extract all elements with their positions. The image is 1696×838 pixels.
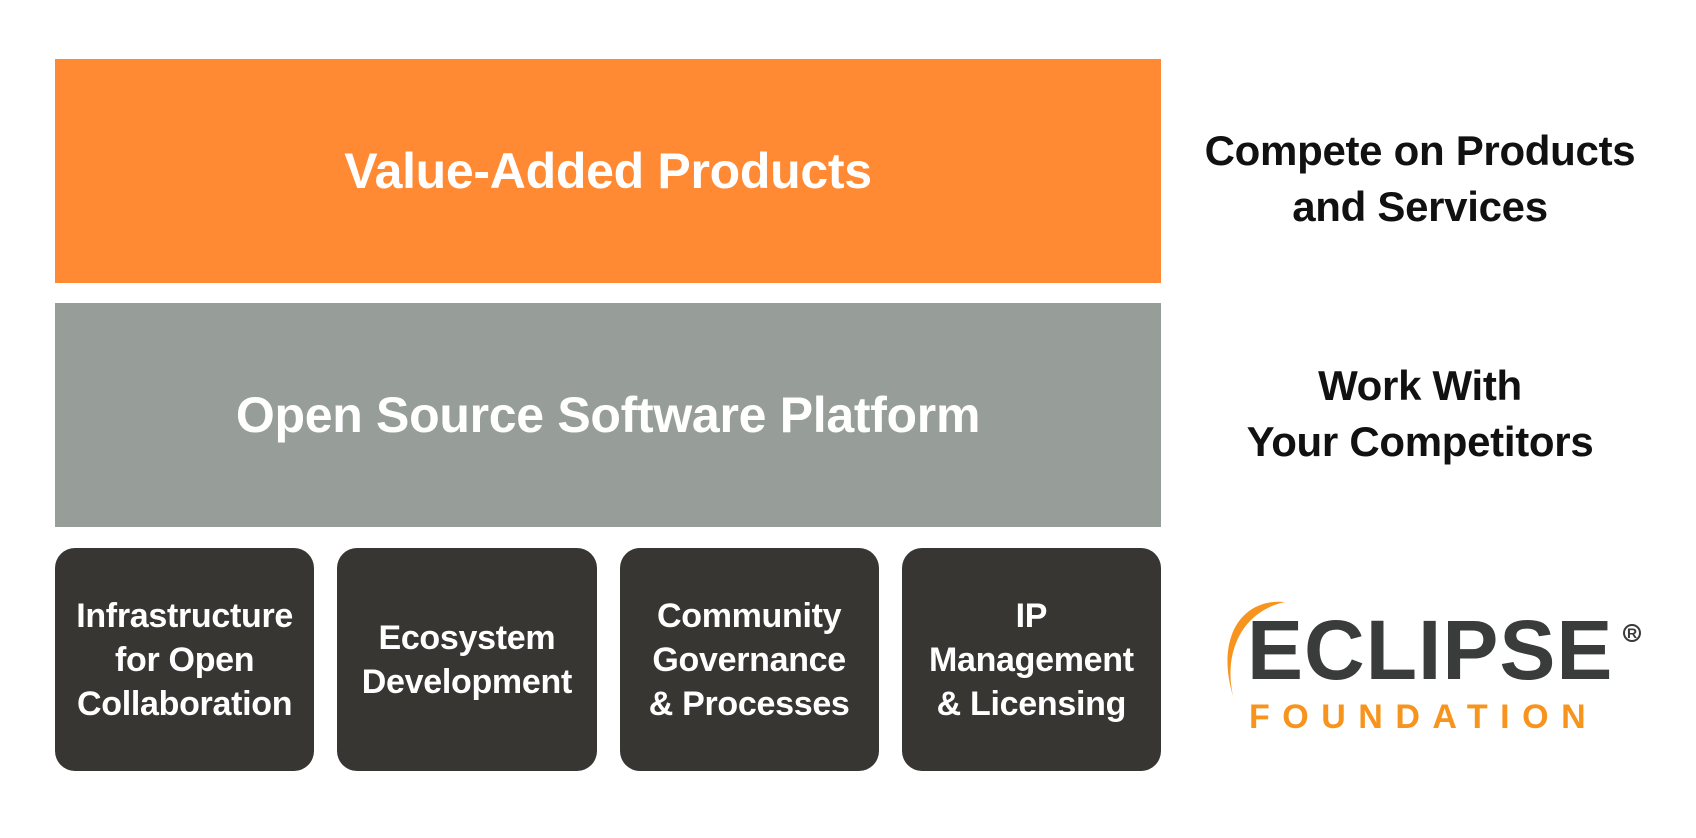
foundation-pillars: Infrastructure for Open Collaboration Ec… [55,548,1161,771]
pillar-infrastructure: Infrastructure for Open Collaboration [55,548,315,771]
open-source-platform-layer: Open Source Software Platform [55,303,1161,527]
eclipse-foundation-logo: ECLIPSE R FOUNDATION [1205,590,1645,740]
pillar-ecosystem: Ecosystem Development [337,548,597,771]
value-added-products-label: Value-Added Products [344,143,872,199]
pillar-ip-management: IP Management & Licensing [901,548,1161,771]
eclipse-arc-icon [1227,601,1285,696]
value-added-products-layer: Value-Added Products [55,59,1161,283]
collaborate-label: Work With Your Competitors [1246,362,1594,465]
pillar-governance: Community Governance & Processes [619,548,879,771]
registered-mark: R [1623,624,1641,642]
logo-wordmark: ECLIPSE [1247,603,1614,697]
logo-subtitle: FOUNDATION [1249,698,1599,736]
compete-label: Compete on Products and Services [1204,127,1636,230]
open-source-platform-label: Open Source Software Platform [235,387,981,443]
